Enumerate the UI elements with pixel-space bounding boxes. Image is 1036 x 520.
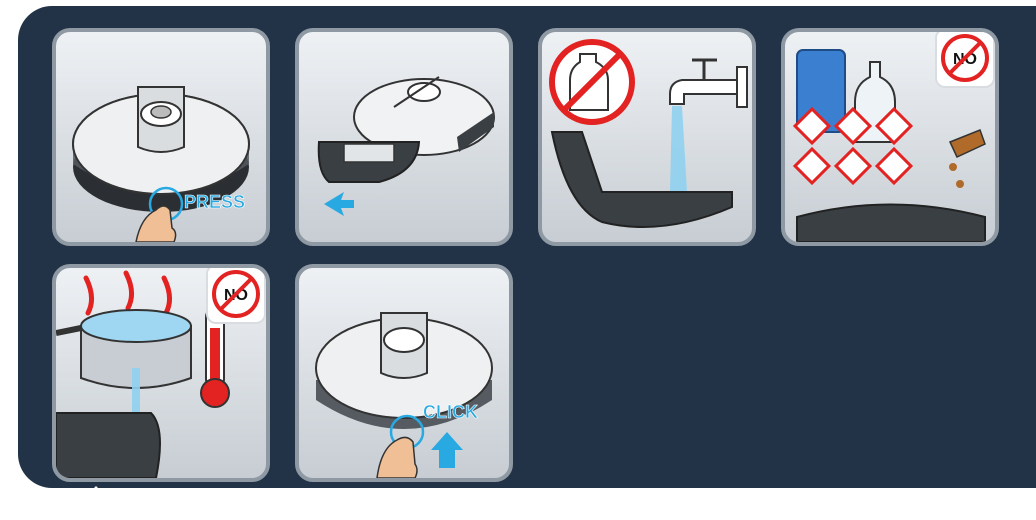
step-1-card: PRESS — [52, 28, 270, 246]
arrow-icon — [431, 432, 463, 468]
step-2-card — [295, 28, 513, 246]
hazard-symbols-icon — [795, 109, 911, 183]
step-4-card: NO — [781, 28, 999, 246]
water-stream-icon — [670, 106, 687, 192]
robot-vacuum-icon: PRESS — [56, 32, 266, 242]
step-3-card — [538, 28, 756, 246]
no-badge: NO — [935, 28, 995, 88]
finger-press-icon — [136, 206, 176, 242]
water-tank-icon — [552, 132, 732, 227]
water-tank-icon — [56, 413, 160, 478]
step-5-card: NO — [52, 264, 270, 482]
no-sign-icon: NO — [937, 30, 993, 86]
click-label: CLICK — [423, 402, 478, 422]
faucet-icon — [670, 60, 747, 107]
no-sign-icon: NO — [208, 266, 264, 322]
finger-press-icon — [377, 437, 417, 478]
press-label: PRESS — [184, 192, 245, 212]
panel-pointer — [62, 486, 130, 520]
boiling-pot-icon — [56, 310, 191, 388]
no-badge: NO — [206, 264, 266, 324]
no-detergent-sign — [552, 42, 632, 122]
step-6-card: CLICK — [295, 264, 513, 482]
arrow-icon — [324, 192, 354, 216]
water-tank-icon — [797, 205, 985, 243]
